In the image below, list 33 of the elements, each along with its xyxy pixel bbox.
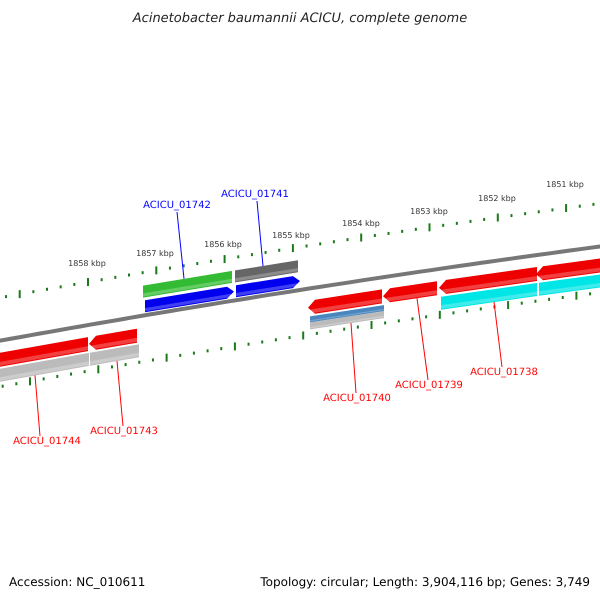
leader-line (256, 200, 264, 266)
leader-line (494, 302, 502, 368)
gene-label: ACICU_01738 (470, 367, 538, 379)
gene-label: ACICU_01739 (395, 380, 463, 392)
tick-label: 1854 kbp (342, 219, 380, 229)
gene-feature (235, 260, 300, 298)
tick-label: 1853 kbp (410, 207, 448, 217)
leader-line (416, 298, 428, 380)
tick-label: 1857 kbp (136, 249, 174, 259)
gene-feature (536, 256, 600, 296)
genome-stats-text: Topology: circular; Length: 3,904,116 bp; Genes: 3,749 (260, 575, 590, 589)
gene-label: ACICU_01741 (221, 189, 289, 201)
gene-label: ACICU_01740 (323, 393, 391, 405)
tick-label: 1852 kbp (478, 194, 516, 204)
tick-label: 1856 kbp (204, 240, 242, 250)
accession-text: Accession: NC_010611 (9, 575, 146, 589)
gene-feature (383, 281, 437, 302)
leader-line (176, 212, 184, 280)
gene-label: ACICU_01744 (13, 436, 81, 448)
gene-feature (89, 328, 139, 366)
gene-label: ACICU_01742 (143, 200, 211, 212)
map-title: Acinetobacter baumannii ACICU, complete genome (132, 11, 468, 26)
gene-label: ACICU_01743 (90, 426, 158, 438)
tick-label: 1851 kbp (546, 180, 584, 190)
gene-feature (143, 270, 234, 312)
leader-line (34, 374, 40, 436)
leader-line (116, 360, 124, 426)
leader-line (350, 322, 356, 394)
tick-label: 1858 kbp (68, 259, 106, 269)
gene-feature (308, 289, 384, 330)
gene-feature (0, 337, 89, 384)
tick-label: 1855 kbp (272, 231, 310, 241)
gene-feature (439, 267, 537, 310)
